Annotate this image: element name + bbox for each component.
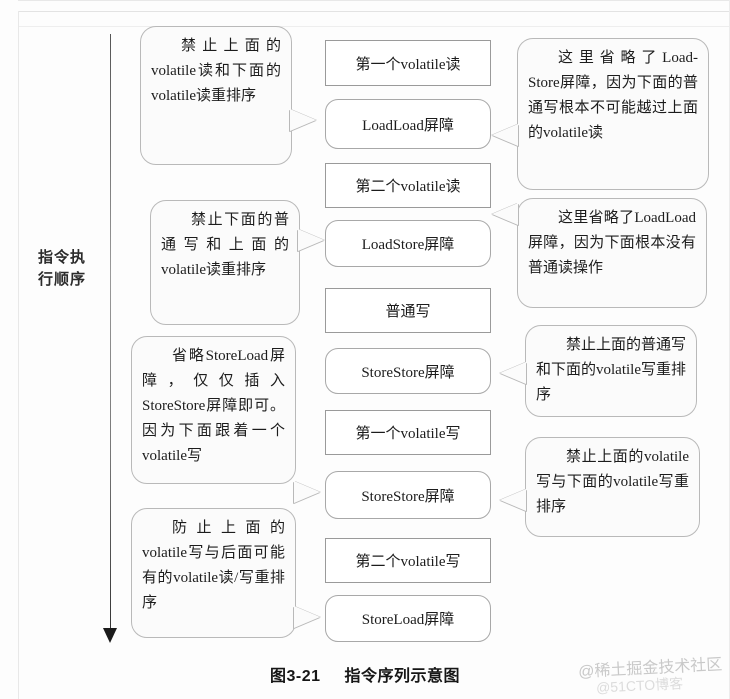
sequence-box-barrier-storeload: StoreLoad屏障 <box>325 595 491 642</box>
page-frame-left-line <box>18 11 19 699</box>
callout-text: 禁止下面的普通写和上面的volatile读重排序 <box>161 212 289 278</box>
callout-text: 省略StoreLoad屏障，仅仅插入StoreStore屏障即可。因为下面跟着一… <box>142 348 285 464</box>
callout-tail-omitted-loadload-barrier <box>492 203 518 225</box>
callout-tail-forbid-normal-write-reorder <box>298 229 324 251</box>
callout-tail-prevent-volatile-write-reorder <box>294 606 320 628</box>
callout-text: 这里省略了LoadLoad屏障，因为下面根本没有普通读操作 <box>528 210 696 276</box>
sequence-box-barrier-storestore-2: StoreStore屏障 <box>325 471 491 519</box>
execution-order-label-line1: 指令执 <box>37 250 86 266</box>
callout-forbid-volatile-write-volatile-write-reorder: 禁止上面的volatile写与下面的volatile写重排序 <box>525 437 700 537</box>
figure-caption-title: 指令序列示意图 <box>344 668 460 685</box>
callout-text: 禁止上面的普通写和下面的volatile写重排序 <box>536 337 687 403</box>
execution-order-axis-line <box>110 34 112 634</box>
callout-tail-forbid-volatile-read-reorder <box>290 109 316 131</box>
page-frame-top-line <box>18 0 730 1</box>
callout-text: 禁止上面的volatile写与下面的volatile写重排序 <box>536 449 689 515</box>
sequence-box-op-first-volatile-write: 第一个volatile写 <box>325 410 491 455</box>
callout-text: 防止上面的volatile写与后面可能有的volatile读/写重排序 <box>142 520 285 611</box>
execution-order-label: 指令执 行顺序 <box>22 247 102 291</box>
callout-tail-omitted-loadstore-barrier <box>492 124 518 146</box>
callout-omitted-loadload-barrier: 这里省略了LoadLoad屏障，因为下面根本没有普通读操作 <box>517 198 707 308</box>
callout-text: 禁止上面的volatile读和下面的volatile读重排序 <box>151 38 281 104</box>
callout-prevent-volatile-write-reorder: 防止上面的volatile写与后面可能有的volatile读/写重排序 <box>131 508 296 638</box>
sequence-box-op-first-volatile-read: 第一个volatile读 <box>325 40 491 86</box>
sequence-box-op-second-volatile-write: 第二个volatile写 <box>325 538 491 583</box>
figure-caption-number: 图3-21 <box>270 668 321 685</box>
sequence-box-op-normal-write: 普通写 <box>325 288 491 333</box>
page-frame-top-line-2 <box>18 11 730 12</box>
callout-forbid-normal-and-volatile-write-reorder: 禁止上面的普通写和下面的volatile写重排序 <box>525 325 697 417</box>
execution-order-arrow-icon <box>103 628 117 643</box>
callout-omit-storeload-insert-storestore: 省略StoreLoad屏障，仅仅插入StoreStore屏障即可。因为下面跟着一… <box>131 336 296 484</box>
sequence-box-barrier-loadload-1: LoadLoad屏障 <box>325 99 491 149</box>
callout-tail-forbid-volatile-write-volatile-write-reorder <box>500 489 526 511</box>
sequence-box-op-second-volatile-read: 第二个volatile读 <box>325 163 491 208</box>
figure-caption: 图3-21 指令序列示意图 <box>0 662 730 686</box>
callout-tail-omit-storeload-insert-storestore <box>294 481 320 503</box>
callout-text: 这里省略了Load-Store屏障，因为下面的普通写根本不可能越过上面的vola… <box>528 50 698 141</box>
sequence-box-barrier-storestore-1: StoreStore屏障 <box>325 348 491 394</box>
callout-omitted-loadstore-barrier: 这里省略了Load-Store屏障，因为下面的普通写根本不可能越过上面的vola… <box>517 38 709 190</box>
page-frame-inner-line <box>18 26 730 27</box>
sequence-box-barrier-loadstore: LoadStore屏障 <box>325 220 491 267</box>
callout-forbid-volatile-read-reorder: 禁止上面的volatile读和下面的volatile读重排序 <box>140 26 292 165</box>
callout-forbid-normal-write-reorder: 禁止下面的普通写和上面的volatile读重排序 <box>150 200 300 325</box>
callout-tail-forbid-normal-and-volatile-write-reorder <box>500 362 526 384</box>
execution-order-label-line2: 行顺序 <box>37 272 86 288</box>
